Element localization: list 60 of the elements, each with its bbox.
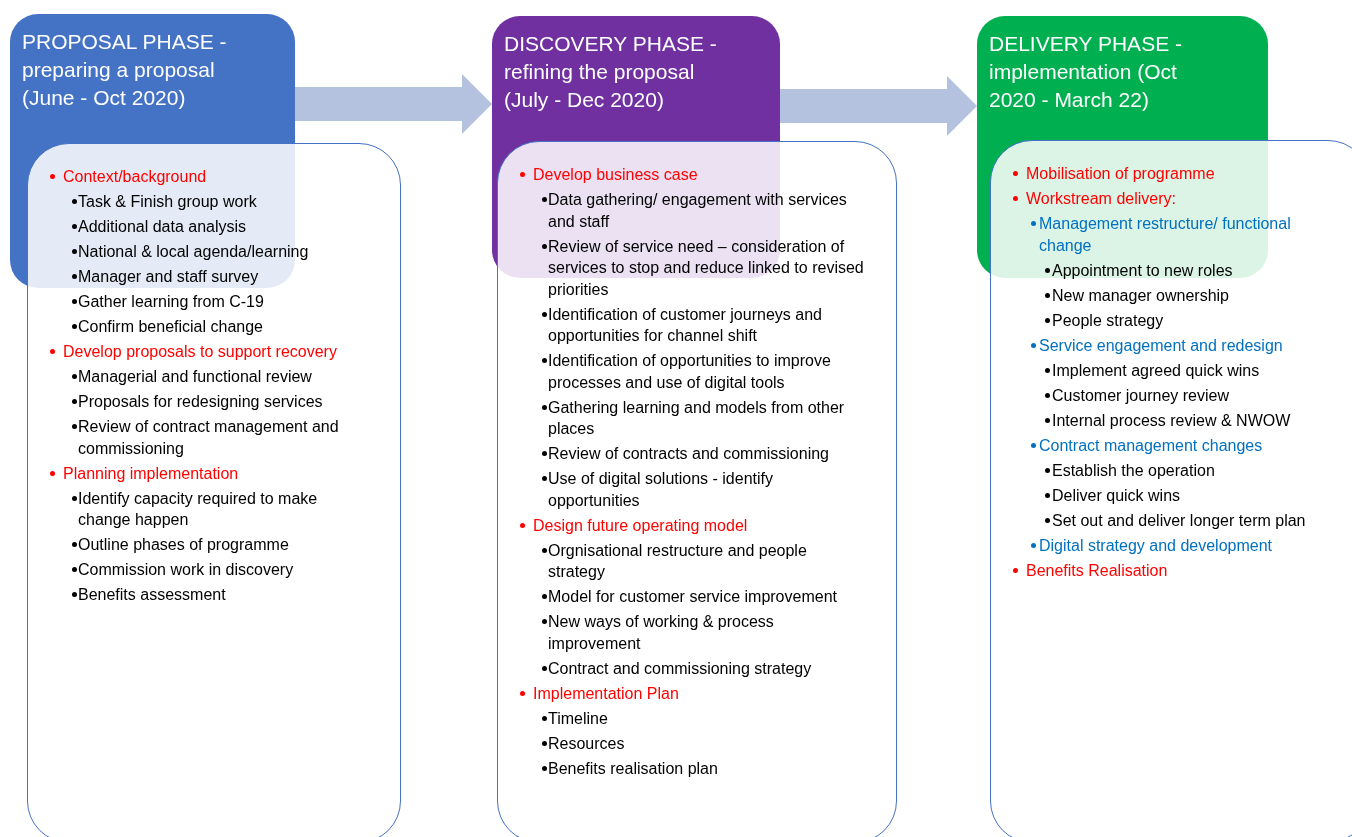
bullet-item: New manager ownership — [1045, 284, 1341, 306]
bullet-item: Commission work in discovery — [72, 559, 372, 581]
bullet-item: Review of contracts and commissioning — [542, 443, 868, 465]
bullet-item: New ways of working & process improvement — [542, 611, 868, 654]
bullet-item: Contract management changes — [1031, 434, 1341, 456]
bullet-item: Identification of customer journeys and opportunities for channel shift — [542, 303, 868, 347]
bullet-item: Task & Finish group work — [72, 191, 372, 213]
bullet-item: Deliver quick wins — [1045, 484, 1341, 506]
phase-title: DELIVERY PHASE - implementation (Oct 2020 - March 22) — [989, 31, 1183, 113]
bullet-item: Benefits assessment — [72, 584, 372, 606]
bullet-item: Model for customer service improvement — [542, 586, 868, 608]
bullet-item: Implement agreed quick wins — [1045, 359, 1341, 381]
bullet-item: Resources — [542, 732, 868, 754]
bullet-item: Review of service need – consideration of services to stop and reduce linked to revised priorities — [542, 235, 868, 300]
bullet-item: Design future operating model — [520, 514, 868, 536]
bullet-item: Digital strategy and development — [1031, 534, 1341, 556]
block-arrow — [295, 74, 492, 134]
bullet-item: Develop business case — [520, 164, 868, 186]
bullet-item: Contract and commissioning strategy — [542, 657, 868, 679]
bullet-item: Service engagement and redesign — [1031, 334, 1341, 356]
bullet-item: Benefits realisation plan — [542, 757, 868, 779]
phase-header-box — [10, 14, 295, 143]
phase-title: DISCOVERY PHASE - refining the proposal (July - Dec 2020) — [504, 31, 718, 113]
task-list-box — [990, 140, 1352, 837]
bullet-item: Management restructure/ functional change — [1031, 213, 1341, 256]
bullet-item: Context/background — [50, 166, 372, 188]
bullet-item: Implementation Plan — [520, 682, 868, 704]
task-list-box — [497, 141, 897, 837]
block-arrow — [780, 76, 977, 136]
bullet-item: National & local agenda/learning — [72, 241, 372, 263]
task-list-box — [27, 143, 401, 837]
bullet-item: Develop proposals to support recovery — [50, 341, 372, 363]
bullet-item: Identify capacity required to make change happen — [72, 487, 372, 531]
phase-title: PROPOSAL PHASE - preparing a proposal (June - Oct 2020) — [22, 29, 228, 111]
bullet-item: Managerial and functional review — [72, 366, 372, 388]
bullet-item: Customer journey review — [1045, 384, 1341, 406]
bullet-item: Manager and staff survey — [72, 266, 372, 288]
bullet-item: Set out and deliver longer term plan — [1045, 509, 1341, 531]
bullet-item: Identification of opportunities to improve processes and use of digital tools — [542, 350, 868, 393]
bullet-item: Gather learning from C-19 — [72, 291, 372, 313]
bullet-item: Use of digital solutions - identify opportunities — [542, 468, 868, 511]
bullet-item: People strategy — [1045, 309, 1341, 331]
bullet-item: Benefits Realisation — [1013, 559, 1341, 581]
bullet-item: Data gathering/ engagement with services and staff — [542, 189, 868, 232]
phase-header-box — [977, 16, 1268, 140]
bullet-item: Additional data analysis — [72, 216, 372, 238]
phase-header-box — [492, 16, 780, 141]
bullet-item: Gathering learning and models from other places — [542, 396, 868, 440]
bullet-item: Outline phases of programme — [72, 534, 372, 556]
bullet-item: Appointment to new roles — [1045, 259, 1341, 281]
bullet-item: Planning implementation — [50, 462, 372, 484]
bullet-item: Mobilisation of programme — [1013, 163, 1341, 185]
bullet-item: Internal process review & NWOW — [1045, 409, 1341, 431]
bullet-item: Timeline — [542, 707, 868, 729]
bullet-item: Establish the operation — [1045, 459, 1341, 481]
bullet-item: Proposals for redesigning services — [72, 391, 372, 413]
bullet-item: Orgnisational restructure and people strategy — [542, 539, 868, 583]
bullet-item: Workstream delivery: — [1013, 188, 1341, 210]
bullet-item: Confirm beneficial change — [72, 316, 372, 338]
bullet-item: Review of contract management and commissioning — [72, 416, 372, 459]
